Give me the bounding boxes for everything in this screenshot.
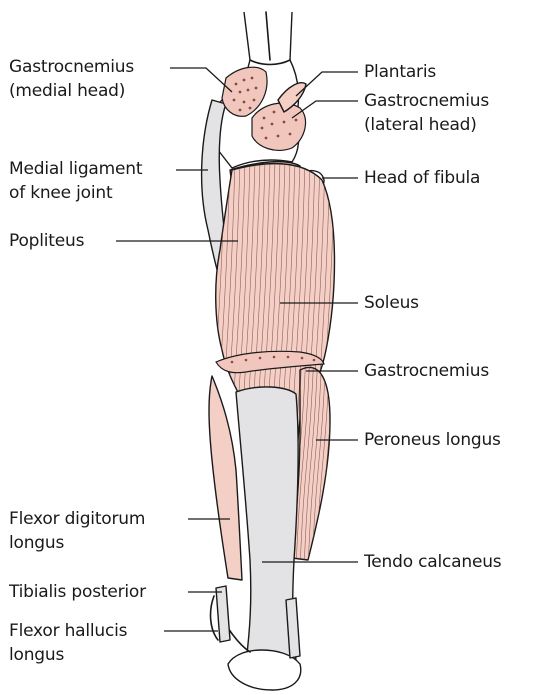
label-tendo-calcaneus: Tendo calcaneus xyxy=(364,550,501,574)
leader-gastrocnemius-medial xyxy=(170,68,232,92)
label-gastrocnemius-medial-line2: (medial head) xyxy=(9,79,134,103)
label-gastrocnemius-lateral-line1: Gastrocnemius xyxy=(364,89,489,113)
label-gastrocnemius-medial: Gastrocnemius (medial head) xyxy=(9,55,134,103)
label-gastrocnemius-lateral: Gastrocnemius (lateral head) xyxy=(364,89,489,137)
label-medial-ligament-line1: Medial ligament xyxy=(9,157,142,181)
label-medial-ligament: Medial ligament of knee joint xyxy=(9,157,142,205)
label-plantaris-line1: Plantaris xyxy=(364,60,436,84)
label-peroneus-longus: Peroneus longus xyxy=(364,428,501,452)
label-gastrocnemius: Gastrocnemius xyxy=(364,359,489,383)
leader-plantaris xyxy=(296,72,358,96)
label-soleus: Soleus xyxy=(364,291,419,315)
label-tibialis-posterior-line1: Tibialis posterior xyxy=(9,580,146,604)
label-head-of-fibula: Head of fibula xyxy=(364,166,480,190)
label-peroneus-longus-line1: Peroneus longus xyxy=(364,428,501,452)
label-flexor-digitorum-line1: Flexor digitorum xyxy=(9,507,145,531)
label-soleus-line1: Soleus xyxy=(364,291,419,315)
label-plantaris: Plantaris xyxy=(364,60,436,84)
label-gastrocnemius-line1: Gastrocnemius xyxy=(364,359,489,383)
label-flexor-hallucis-line2: longus xyxy=(9,643,127,667)
label-flexor-hallucis-line1: Flexor hallucis xyxy=(9,619,127,643)
label-flexor-digitorum-line2: longus xyxy=(9,531,145,555)
label-gastrocnemius-lateral-line2: (lateral head) xyxy=(364,113,489,137)
label-medial-ligament-line2: of knee joint xyxy=(9,181,142,205)
leader-gastrocnemius-lateral xyxy=(292,101,358,118)
label-gastrocnemius-medial-line1: Gastrocnemius xyxy=(9,55,134,79)
label-popliteus-line1: Popliteus xyxy=(9,229,84,253)
label-head-of-fibula-line1: Head of fibula xyxy=(364,166,480,190)
label-tibialis-posterior: Tibialis posterior xyxy=(9,580,146,604)
label-popliteus: Popliteus xyxy=(9,229,84,253)
label-tendo-calcaneus-line1: Tendo calcaneus xyxy=(364,550,501,574)
label-flexor-hallucis: Flexor hallucis longus xyxy=(9,619,127,667)
label-flexor-digitorum: Flexor digitorum longus xyxy=(9,507,145,555)
